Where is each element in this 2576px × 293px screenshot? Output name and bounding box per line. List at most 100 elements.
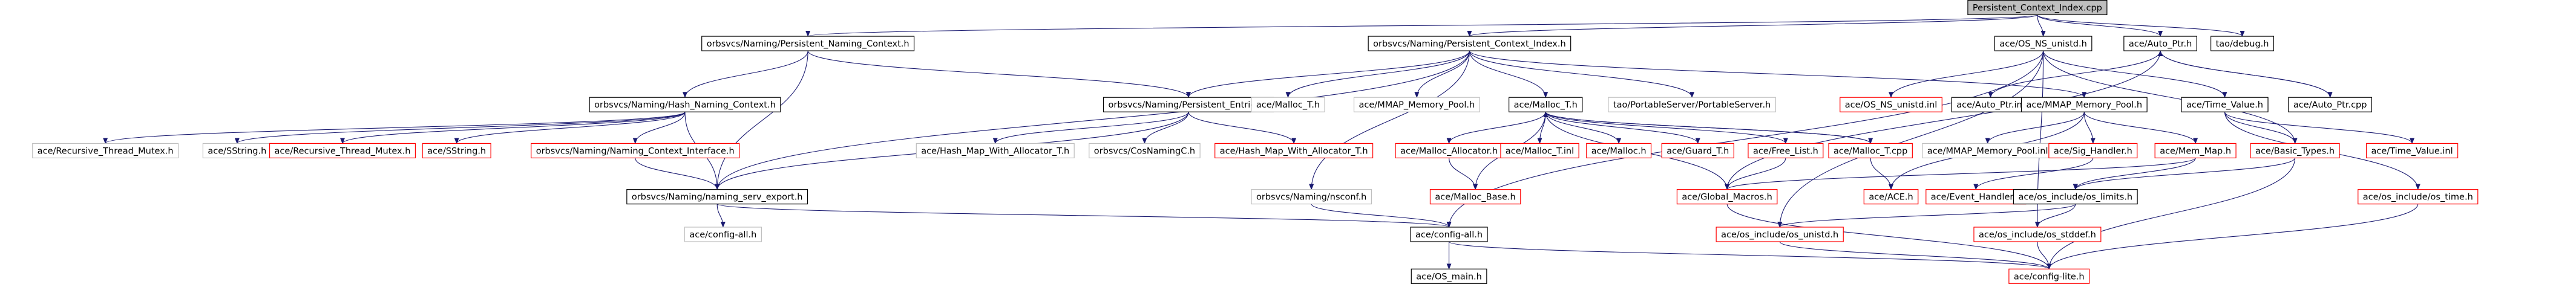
node-pci-h[interactable]: orbsvcs/Naming/Persistent_Context_Index.…: [1368, 36, 1571, 51]
node-auto-ptr-inl[interactable]: ace/Auto_Ptr.inl: [1951, 97, 2030, 112]
edge-basic-types-h-to-config-lite-h: [2047, 158, 2296, 270]
node-box: [1661, 143, 1734, 159]
node-malloc-t-h[interactable]: ace/Malloc_T.h: [1509, 97, 1583, 112]
edge-pci-h-to-malloc-t-h-plain: [1285, 50, 1470, 98]
edge-mem-map-h-to-global-macros-h: [1725, 157, 2196, 190]
node-box: [1368, 36, 1571, 51]
edge-time-value-h-to-time-value-inl: [2224, 112, 2414, 144]
node-label: ace/Sig_Handler.h: [2054, 146, 2132, 156]
edge-pci-h-to-nsconf-h: [1309, 51, 1470, 190]
node-label: ace/Event_Handler.h: [1931, 193, 2021, 202]
edge-malloc-t-h-to-malloc-allocator-h: [1446, 112, 1546, 144]
node-label: ace/Basic_Types.h: [2255, 146, 2335, 156]
node-auto-ptr-h[interactable]: ace/Auto_Ptr.h: [2123, 36, 2197, 51]
node-box: [1994, 36, 2093, 51]
node-nc-interface-h: orbsvcs/Naming/Naming_Context_Interface.…: [531, 143, 740, 159]
node-box: [1967, 0, 2108, 16]
edge-mmap-pool-h-to-mmap-pool-inl: [1985, 112, 2085, 144]
node-box: [1410, 227, 1488, 242]
node-time-value-h[interactable]: ace/Time_Value.h: [2181, 97, 2269, 112]
edge-pci-h-to-persistent-entries-h: [1186, 50, 1470, 98]
node-box: [1716, 227, 1844, 242]
node-config-all-h[interactable]: ace/config-all.h: [1410, 227, 1488, 242]
node-box: [1251, 189, 1372, 205]
node-box: [1411, 268, 1487, 284]
edge-pnc-h-to-naming-serv-export-h: [715, 51, 808, 190]
node-tao-debug-h[interactable]: tao/debug.h: [2210, 36, 2275, 51]
node-label: orbsvcs/Naming/nsconf.h: [1256, 193, 1366, 202]
edge-malloc-allocator-h-to-malloc-base-h: [1449, 158, 1478, 190]
edge-pci-h-to-portable-server-h: [1469, 50, 1694, 98]
node-hash-map-alloc-t-plain: ace/Hash_Map_With_Allocator_T.h: [916, 143, 1075, 159]
edge-os-ns-unistd-h-to-os-unistd-h: [1777, 51, 2044, 228]
node-label: ace/Recursive_Thread_Mutex.h: [38, 146, 174, 156]
node-box: [1676, 189, 1778, 205]
node-box: [1500, 143, 1579, 159]
node-event-handler-h: ace/Event_Handler.h: [1925, 189, 2027, 205]
node-label: ace/os_include/os_stddef.h: [1979, 230, 2096, 240]
edge-malloc-t-cpp-to-malloc-t-h: [1543, 111, 1871, 144]
node-box: [1863, 189, 1919, 205]
node-box: [2154, 143, 2237, 159]
node-hash-naming-h[interactable]: orbsvcs/Naming/Hash_Naming_Context.h: [589, 97, 781, 112]
edge-root-to-pci-h: [1467, 14, 2038, 37]
edge-root-to-tao-debug-h: [2037, 14, 2245, 37]
node-persistent-entries-h[interactable]: orbsvcs/Naming/Persistent_Entries.h: [1103, 97, 1274, 112]
node-label: tao/PortableServer/PortableServer.h: [1613, 100, 1771, 110]
node-box: [1103, 97, 1274, 112]
node-os-limits-h[interactable]: ace/os_include/os_limits.h: [2013, 189, 2138, 205]
node-root: Persistent_Context_Index.cpp: [1967, 0, 2108, 16]
node-box: [1586, 143, 1652, 159]
node-guard-t-h: ace/Guard_T.h: [1661, 143, 1734, 159]
node-os-main-h[interactable]: ace/OS_main.h: [1411, 268, 1487, 284]
node-free-list-h: ace/Free_List.h: [1748, 143, 1824, 159]
node-label: ace/SString.h: [427, 146, 486, 156]
edge-mmap-pool-h-to-mem-map-h: [2083, 112, 2198, 144]
node-label: ace/config-all.h: [689, 230, 756, 240]
node-box: [1429, 189, 1521, 205]
node-box: [589, 97, 781, 112]
node-config-lite-h: ace/config-lite.h: [2008, 268, 2090, 284]
node-time-value-inl: ace/Time_Value.inl: [2365, 143, 2459, 159]
node-box: [2048, 143, 2138, 159]
node-label: ace/os_include/os_limits.h: [2018, 193, 2132, 202]
node-mem-map-h: ace/Mem_Map.h: [2154, 143, 2237, 159]
edge-nsconf-h-to-config-all-h: [1311, 204, 1452, 228]
edge-hash-naming-h-to-sstring-red: [454, 111, 686, 144]
edge-naming-serv-export-h-to-config-all-h: [716, 204, 1451, 228]
node-box: [684, 227, 762, 242]
node-label: ace/config-lite.h: [2014, 272, 2085, 282]
edge-root-to-auto-ptr-h: [2037, 14, 2163, 37]
node-mmap-pool-h[interactable]: ace/MMAP_Memory_Pool.h: [2020, 97, 2148, 112]
edge-malloc-t-cpp-to-ace-h: [1870, 158, 1894, 190]
node-box: [2210, 36, 2275, 51]
node-label: orbsvcs/Naming/Persistent_Naming_Context…: [707, 39, 909, 49]
node-pnc-h[interactable]: orbsvcs/Naming/Persistent_Naming_Context…: [701, 36, 915, 51]
node-os-time-h: ace/os_include/os_time.h: [2358, 189, 2479, 205]
node-box: [1395, 143, 1503, 159]
node-ace-h: ace/ACE.h: [1863, 189, 1919, 205]
node-os-ns-unistd-h[interactable]: ace/OS_NS_unistd.h: [1994, 36, 2093, 51]
edge-auto-ptr-cpp-to-auto-ptr-h: [2158, 50, 2331, 98]
edge-global-macros-h-to-config-lite-h: [1726, 204, 2052, 270]
node-os-stddef-h: ace/os_include/os_stddef.h: [1973, 227, 2102, 242]
node-sstring-red: ace/SString.h: [422, 143, 491, 159]
node-box: [701, 36, 915, 51]
node-auto-ptr-cpp[interactable]: ace/Auto_Ptr.cpp: [2288, 97, 2373, 112]
node-label: ace/Global_Macros.h: [1682, 193, 1772, 202]
node-label: ace/OS_main.h: [1416, 272, 1482, 282]
node-malloc-t-h-plain: ace/Malloc_T.h: [1251, 97, 1325, 112]
edge-mmap-pool-h-to-sig-handler-h: [2083, 112, 2096, 144]
node-label: orbsvcs/Naming/Persistent_Context_Index.…: [1373, 39, 1566, 49]
node-mmap-pool-h-plain: ace/MMAP_Memory_Pool.h: [1353, 97, 1480, 112]
node-malloc-allocator-h: ace/Malloc_Allocator.h: [1395, 143, 1503, 159]
node-naming-serv-export-h[interactable]: orbsvcs/Naming/naming_serv_export.h: [626, 189, 808, 205]
edge-auto-ptr-h-to-global-macros-h: [1725, 51, 2161, 190]
edge-pci-h-to-malloc-t-h: [1469, 51, 1549, 98]
edge-persistent-entries-h-to-cosnaming-c-h: [1142, 112, 1189, 144]
node-box: [1608, 97, 1776, 112]
node-label: ace/Free_List.h: [1753, 146, 1818, 156]
node-mmap-pool-inl: ace/MMAP_Memory_Pool.inl: [1922, 143, 2054, 159]
node-box: [32, 143, 179, 159]
node-label: ace/OS_NS_unistd.h: [1999, 39, 2086, 49]
